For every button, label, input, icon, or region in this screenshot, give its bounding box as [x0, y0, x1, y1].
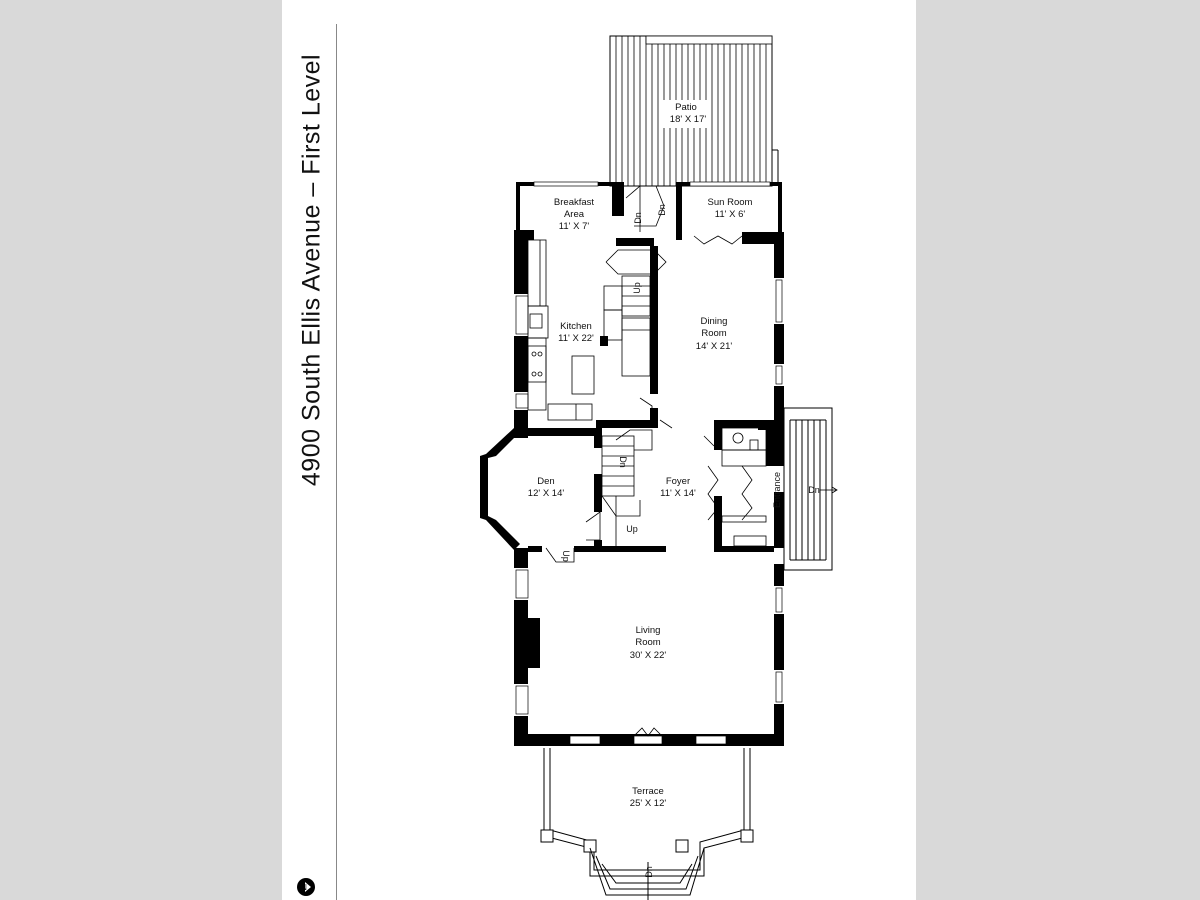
dn-label-breakfast: Dn: [633, 212, 643, 224]
living-name-2: Room: [635, 637, 660, 648]
windows: [515, 181, 783, 745]
terrace-size: 25' X 12': [630, 798, 667, 809]
living-size: 30' X 22': [630, 650, 667, 661]
dining-name-1: Dining: [701, 316, 728, 327]
terrace-outline: [540, 748, 754, 900]
breakfast-name-2: Area: [564, 209, 585, 220]
up-label-foyer: Up: [626, 524, 638, 534]
patio-name: Patio: [675, 102, 697, 113]
den-name: Den: [537, 476, 554, 487]
up-label-kitchen: Up: [632, 282, 642, 294]
foyer-name: Foyer: [666, 476, 690, 487]
dn-label-foyer: Dn: [618, 456, 628, 468]
kitchen-size: 11' X 22': [558, 333, 594, 344]
entrance-label: Entrance: [772, 472, 782, 508]
sun-room-size: 11' X 6': [715, 209, 746, 220]
title-rule: [336, 24, 337, 900]
exterior-walls: [480, 182, 784, 746]
terrace-name: Terrace: [632, 786, 664, 797]
room-labels: Patio 18' X 17' Breakfast Area 11' X 7' …: [528, 102, 753, 809]
dn-label-sunroom: Dn: [657, 204, 667, 216]
dn-label-terrace: Dn: [644, 866, 654, 878]
den-size: 12' X 14': [528, 488, 565, 499]
entrance-steps: [783, 407, 833, 571]
north-arrow-icon: N: [297, 878, 315, 896]
up-label-den: Up: [561, 550, 571, 562]
north-marker-text: N: [301, 883, 307, 892]
sun-room-name: Sun Room: [708, 197, 753, 208]
dining-name-2: Room: [701, 328, 726, 339]
breakfast-size: 11' X 7': [559, 221, 590, 232]
interior-walls: [514, 238, 774, 552]
breakfast-name-1: Breakfast: [554, 197, 594, 208]
patio-deck: [609, 35, 779, 187]
living-name-1: Living: [636, 625, 661, 636]
foyer-size: 11' X 14': [660, 488, 696, 499]
kitchen-name: Kitchen: [560, 321, 592, 332]
fixtures: [527, 185, 838, 884]
dining-size: 14' X 21': [696, 341, 733, 352]
dn-label-entrance: Dn: [808, 485, 820, 495]
patio-size: 18' X 17': [670, 114, 707, 125]
stair-labels: Dn Dn Up Dn Up Up Entrance Dn Dn: [561, 204, 820, 878]
